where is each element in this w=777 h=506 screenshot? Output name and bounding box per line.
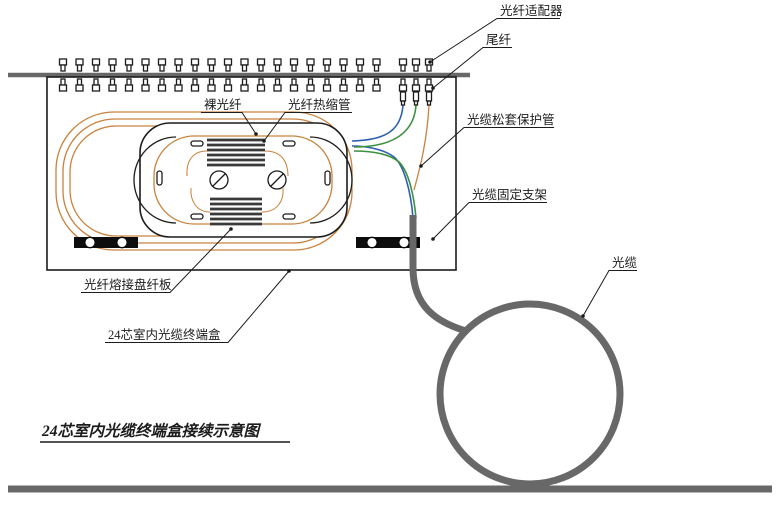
pigtail-connector — [412, 91, 420, 102]
cable-fixing-brackets — [74, 236, 420, 249]
label-heat-shrink: 光纤热缩管 — [288, 97, 351, 112]
annotations: 光纤适配器 尾纤 裸光纤 光纤热缩管 光缆松套保护管 光缆固定支架 光缆 光纤熔… — [81, 4, 638, 343]
pigtail-fiber-blue — [351, 104, 404, 142]
fiber-green — [353, 150, 417, 219]
pigtail-fiber-orange — [413, 104, 430, 191]
terminal-box — [46, 76, 457, 271]
label-cable: 光缆 — [612, 256, 638, 270]
bare-fibers — [186, 150, 289, 213]
pigtail-connector — [399, 91, 407, 102]
pigtail-connector — [425, 91, 433, 102]
diagram-title-block: 24芯室内光缆终端盒接续示意图 — [40, 422, 290, 443]
label-bare-fiber: 裸光纤 — [204, 97, 242, 112]
cable-coil — [436, 300, 624, 488]
label-loose-tube: 光缆松套保护管 — [467, 112, 555, 127]
optical-cable — [8, 215, 772, 493]
tray-left-guide — [133, 136, 177, 224]
tray-right-guide — [309, 136, 353, 224]
tray-slot — [282, 140, 296, 147]
pigtail-fiber-green — [353, 104, 417, 148]
bracket-left — [74, 237, 138, 248]
tray-slot — [190, 140, 204, 147]
label-pigtail: 尾纤 — [486, 33, 512, 47]
bracket-right — [356, 237, 420, 248]
loose-tube-fibers — [351, 104, 430, 219]
label-fiber-adapter: 光纤适配器 — [500, 4, 563, 18]
cable-drop — [409, 215, 468, 335]
tray-slot — [324, 170, 331, 186]
label-splice-tray: 光纤熔接盘纤板 — [84, 277, 172, 292]
tray-slot — [156, 170, 163, 186]
fiber-blue — [351, 145, 414, 219]
label-terminal-box: 24芯室内光缆终端盒 — [108, 327, 221, 342]
heat-shrink-tubes — [207, 138, 265, 226]
tray-slot — [190, 213, 204, 220]
diagram-title: 24芯室内光缆终端盒接续示意图 — [41, 422, 262, 440]
splice-tray — [133, 122, 353, 238]
tray-slot — [282, 213, 296, 220]
label-bracket: 光缆固定支架 — [472, 187, 547, 202]
pigtail-adapters — [398, 58, 434, 106]
